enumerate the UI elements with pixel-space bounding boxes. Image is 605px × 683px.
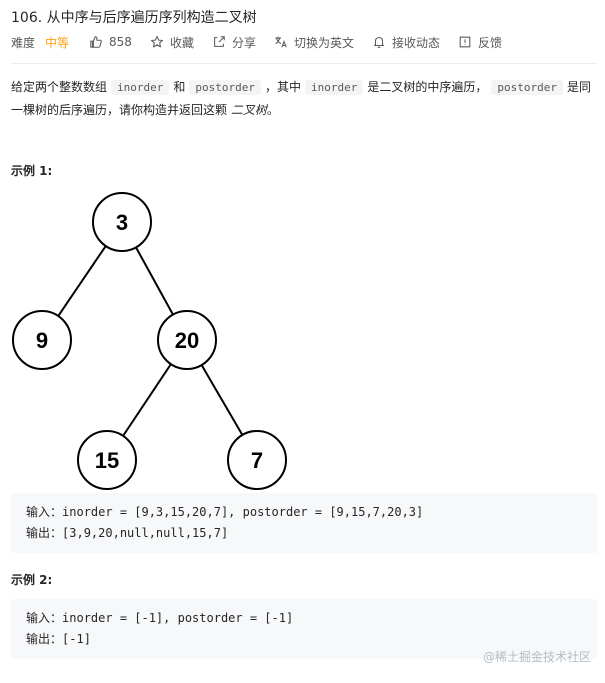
feedback-label: 反馈 (478, 35, 503, 50)
inline-code: inorder (111, 80, 170, 95)
tree-node: 9 (12, 310, 72, 370)
desc-text: 和 (173, 80, 186, 94)
example-1-output-line: 输出：[3,9,20,null,null,15,7] (26, 523, 598, 544)
share-label: 分享 (231, 35, 256, 50)
desc-text: ，其中 (265, 80, 302, 94)
tree-node-label: 15 (95, 448, 119, 473)
tree-node: 15 (77, 430, 137, 490)
feedback-button[interactable]: 反馈 (458, 34, 502, 51)
tree-edge (200, 364, 244, 436)
difficulty-badge: 中等 (45, 35, 70, 50)
tree-edge (122, 363, 172, 437)
desc-text: 是二叉树的中序遍历， (367, 80, 488, 94)
tree-node-label: 3 (116, 210, 128, 235)
thumbs-up-icon (90, 36, 102, 48)
switch-language-label: 切换为英文 (293, 35, 354, 50)
tree-node-circle (12, 310, 72, 370)
share-button[interactable]: 分享 (212, 34, 256, 51)
tree-node-label: 7 (251, 448, 263, 473)
binary-tree-diagram: 3 9 20 15 7 (12, 192, 287, 490)
subscribe-button[interactable]: 接收动态 (372, 34, 440, 51)
desc-text: 给定两个整数数组 (11, 80, 108, 94)
example-2-title: 示例 2: (11, 573, 53, 587)
difficulty-label: 难度 (11, 35, 36, 50)
example-1-code-block: 输入：inorder = [9,3,15,20,7], postorder = … (11, 493, 598, 553)
like-count: 858 (109, 35, 132, 49)
tree-node-circle (227, 430, 287, 490)
watermark: @稀土掘金技术社区 (482, 650, 591, 664)
like-button[interactable]: 858 (89, 35, 132, 49)
share-icon (214, 36, 225, 47)
output-label: 输出： (26, 632, 63, 646)
input-label: 输入： (26, 611, 63, 625)
output-value: [-1] (62, 632, 91, 646)
switch-language-button[interactable]: 切换为英文 (274, 34, 354, 51)
tree-node-circle (157, 310, 217, 370)
favorite-label: 收藏 (169, 35, 194, 50)
tree-edge (135, 246, 174, 316)
input-value: inorder = [-1], postorder = [-1] (62, 611, 294, 625)
example-2-input-line: 输入：inorder = [-1], postorder = [-1] (26, 608, 598, 629)
input-value: inorder = [9,3,15,20,7], postorder = [9,… (62, 505, 424, 519)
example-2-code-block: 输入：inorder = [-1], postorder = [-1] 输出：[… (11, 599, 598, 659)
tree-node: 7 (227, 430, 287, 490)
header-divider (11, 63, 597, 64)
output-value: [3,9,20,null,null,15,7] (62, 526, 229, 540)
problem-title: 106. 从中序与后序遍历序列构造二叉树 (11, 10, 257, 26)
tree-node-circle (92, 192, 152, 252)
subscribe-label: 接收动态 (391, 35, 440, 50)
translate-icon (275, 36, 287, 48)
desc-text: 是同一棵树的后序遍历，请你构造并返回这颗 (11, 80, 592, 117)
tree-node: 3 (92, 192, 152, 252)
desc-text: 。 (266, 103, 279, 117)
tree-node: 20 (157, 310, 217, 370)
example-1-input-line: 输入：inorder = [9,3,15,20,7], postorder = … (26, 502, 598, 523)
bell-icon (374, 37, 384, 48)
problem-meta-bar: 难度 中等 858 收藏 分享 切换为英文 接收动态 反馈 (11, 32, 520, 52)
tree-node-label: 9 (36, 328, 48, 353)
inline-code: inorder (305, 80, 364, 95)
feedback-icon (459, 36, 471, 48)
tree-edge (57, 245, 107, 317)
inline-code: postorder (491, 80, 563, 95)
output-label: 输出： (26, 526, 63, 540)
favorite-button[interactable]: 收藏 (150, 34, 194, 51)
tree-node-circle (77, 430, 137, 490)
star-icon (150, 36, 163, 48)
example-2-output-line: 输出：[-1] (26, 629, 598, 650)
inline-code: postorder (189, 80, 261, 95)
desc-emphasis: 二叉树 (230, 103, 267, 117)
tree-node-label: 20 (175, 328, 199, 353)
input-label: 输入： (26, 505, 63, 519)
example-1-title: 示例 1: (11, 164, 53, 178)
